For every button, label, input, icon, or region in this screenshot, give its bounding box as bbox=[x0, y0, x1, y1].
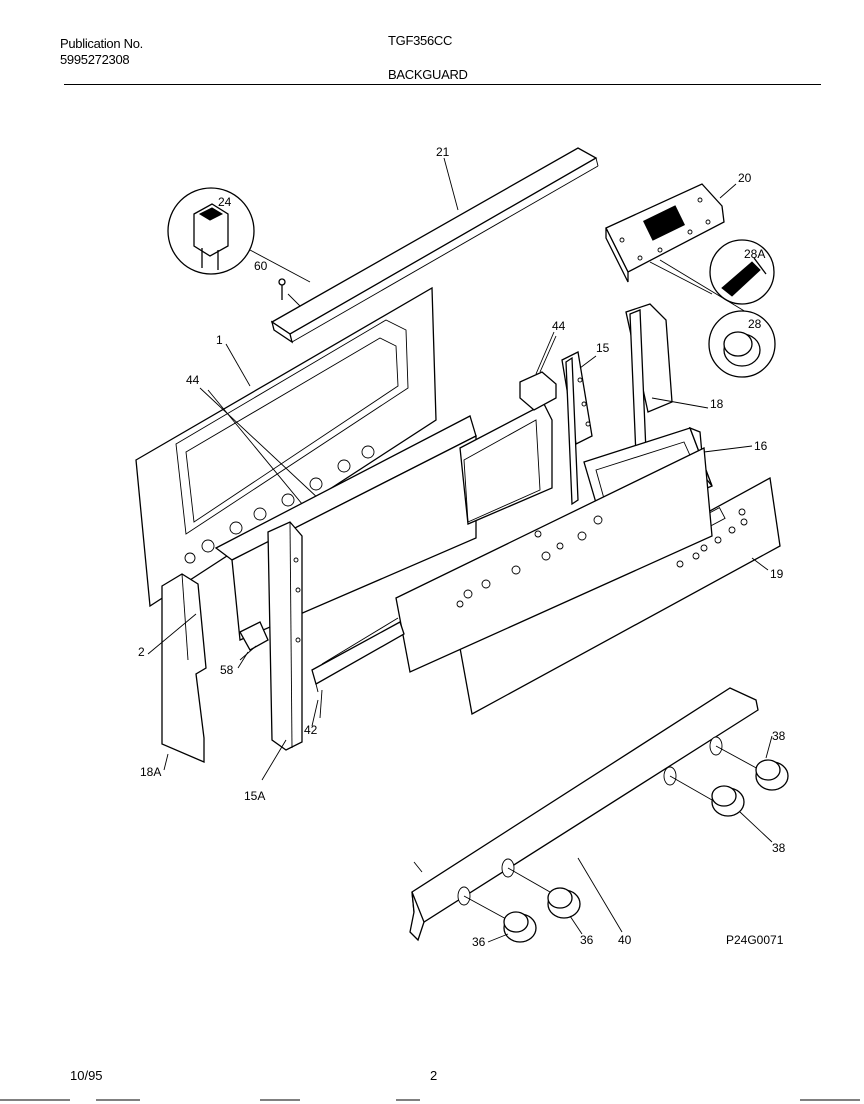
part-38-knob-upper bbox=[755, 735, 789, 791]
publication-number: 5995272308 bbox=[60, 52, 130, 67]
part-18-right-tall-bracket bbox=[625, 303, 709, 457]
part-15-right-side-bracket bbox=[561, 351, 593, 506]
part-15A-left-side-bracket bbox=[261, 521, 303, 781]
publication-label: Publication No. bbox=[60, 36, 143, 51]
section-title: BACKGUARD bbox=[388, 67, 468, 82]
callout-1: 1 bbox=[216, 333, 223, 347]
callout-20: 20 bbox=[738, 171, 752, 185]
callout-36-left: 36 bbox=[472, 935, 486, 949]
part-60-screw bbox=[278, 278, 301, 307]
part-36-knob-right bbox=[547, 887, 583, 935]
callout-18: 18 bbox=[710, 397, 724, 411]
part-main-control-panel bbox=[395, 447, 713, 673]
callout-40: 40 bbox=[618, 933, 632, 947]
callout-2: 2 bbox=[138, 645, 145, 659]
model-number: TGF356CC bbox=[388, 33, 453, 48]
part-28-knob-detail bbox=[708, 310, 776, 378]
part-44-right-bracket bbox=[519, 335, 557, 411]
callout-42: 42 bbox=[304, 723, 318, 737]
part-36-knob-left bbox=[487, 911, 537, 943]
callout-28: 28 bbox=[748, 317, 762, 331]
part-21-top-trim bbox=[270, 147, 599, 344]
part-24-switch-detail bbox=[167, 187, 311, 283]
header-rule bbox=[64, 84, 821, 85]
callout-18A: 18A bbox=[140, 765, 161, 779]
callout-19: 19 bbox=[770, 567, 784, 581]
callout-38-lower: 38 bbox=[772, 841, 786, 855]
callout-38-upper: 38 bbox=[772, 729, 786, 743]
part-1-rear-panel bbox=[135, 286, 437, 608]
part-20-control-board bbox=[605, 183, 747, 313]
callout-28A: 28A bbox=[744, 247, 765, 261]
callout-21: 21 bbox=[436, 145, 450, 159]
part-42-rail bbox=[311, 617, 405, 719]
part-38-knob-lower bbox=[711, 785, 773, 843]
callout-16: 16 bbox=[754, 439, 768, 453]
part-28A-screw-detail bbox=[709, 239, 775, 305]
callout-15: 15 bbox=[596, 341, 610, 355]
leader-lines bbox=[163, 157, 769, 771]
drawing-id: P24G0071 bbox=[726, 933, 784, 947]
page-number: 2 bbox=[430, 1068, 438, 1083]
part-18A-left-bracket bbox=[147, 573, 207, 763]
callout-44-left: 44 bbox=[186, 373, 200, 387]
callout-44-right: 44 bbox=[552, 319, 566, 333]
callout-36-right: 36 bbox=[580, 933, 594, 947]
callout-24: 24 bbox=[218, 195, 232, 209]
callout-60: 60 bbox=[254, 259, 268, 273]
part-40-manifold-panel bbox=[409, 687, 761, 942]
part-58-small-bracket bbox=[239, 621, 269, 661]
callout-15A: 15A bbox=[244, 789, 265, 803]
footer-date: 10/95 bbox=[70, 1068, 103, 1083]
callout-58: 58 bbox=[220, 663, 234, 677]
